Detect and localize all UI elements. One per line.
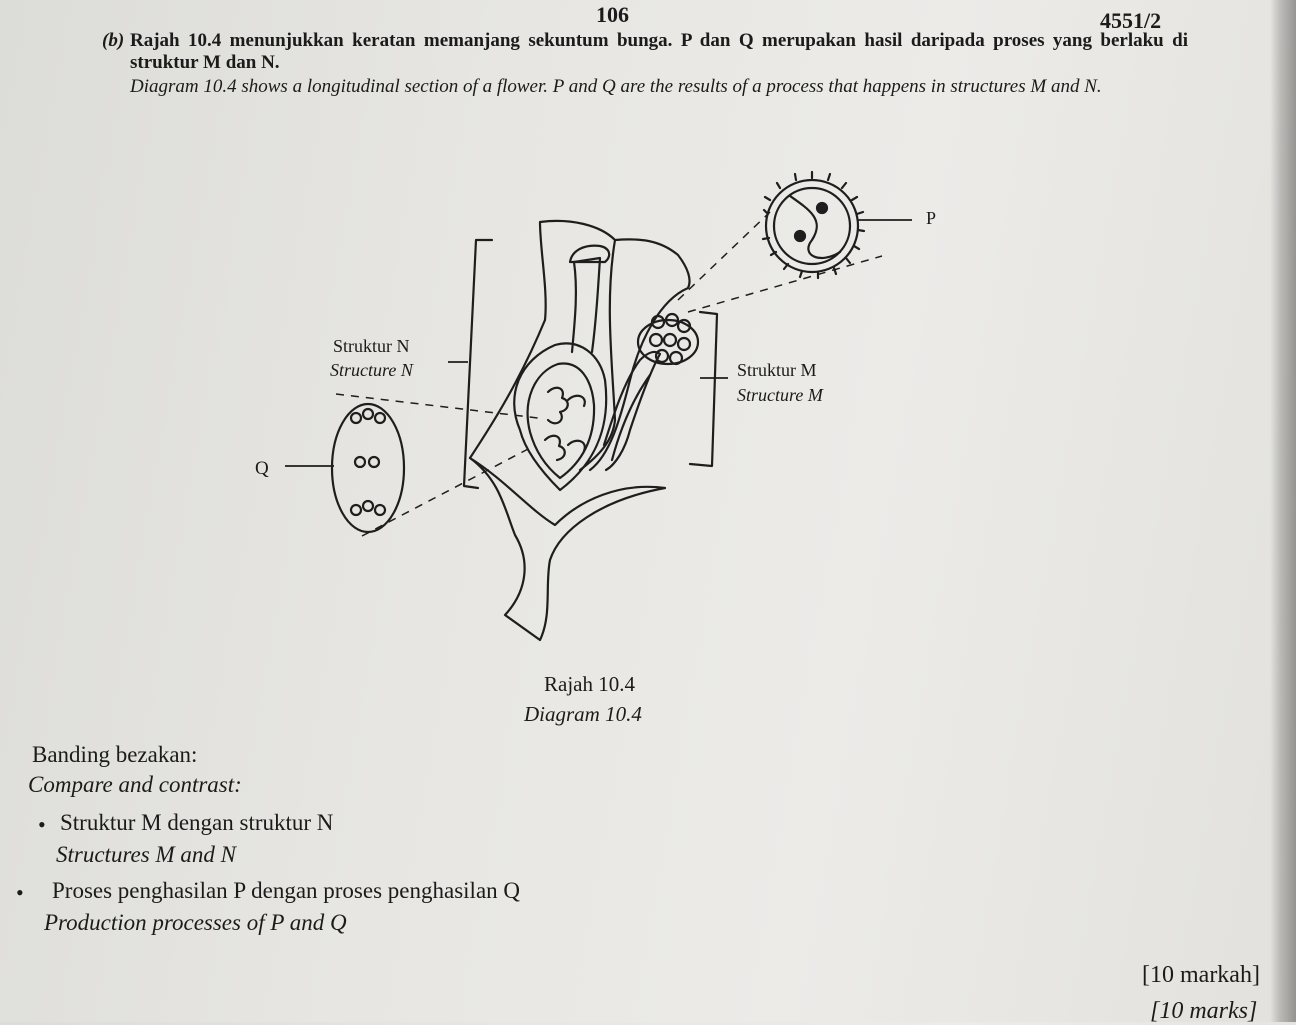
marks-english: [10 marks] — [1150, 998, 1258, 1024]
question-label: (b) — [102, 30, 125, 51]
label-structure-m-malay: Struktur M — [737, 360, 817, 380]
bullet-2-text-malay: Proses penghasilan P dengan proses pengh… — [52, 878, 521, 903]
question-text-english: Diagram 10.4 shows a longitudinal sectio… — [130, 76, 1102, 97]
style — [570, 256, 602, 354]
label-structure-n-malay: Struktur N — [333, 336, 410, 356]
ovule-q — [330, 402, 406, 534]
anther — [636, 318, 700, 366]
petal-left — [468, 219, 617, 472]
bullet-2: • — [16, 880, 24, 905]
ovary-wall — [513, 342, 608, 492]
bullet-2-text-english: Production processes of P and Q — [44, 910, 347, 935]
instruction-heading-malay: Banding bezakan: — [32, 742, 198, 767]
page-edge-shadow — [1270, 0, 1296, 1022]
diagram-caption-malay: Rajah 10.4 — [544, 672, 635, 696]
paper-code: 4551/2 — [1100, 8, 1162, 33]
stigma — [568, 244, 611, 264]
marks-malay: [10 markah] — [1142, 962, 1260, 988]
bracket-structure-m — [688, 310, 719, 468]
label-structure-n-english: Structure N — [330, 360, 414, 380]
question-text-malay: Rajah 10.4 menunjukkan keratan memanjang… — [130, 30, 1188, 73]
bullet-1-text-english: Structures M and N — [56, 842, 236, 867]
petal-right — [588, 238, 691, 472]
bullet-1: • — [38, 812, 46, 837]
bracket-structure-n — [462, 238, 494, 490]
page-number: 106 — [596, 2, 629, 27]
label-structure-m-english: Structure M — [737, 385, 824, 405]
bullet-1-text-malay: Struktur M dengan struktur N — [60, 810, 334, 835]
pollen-grain-p — [761, 170, 866, 280]
flower-stalk — [468, 456, 667, 642]
label-q: Q — [255, 458, 269, 479]
instruction-heading-english: Compare and contrast: — [28, 772, 242, 797]
diagram-caption-english: Diagram 10.4 — [524, 702, 642, 726]
filament — [602, 350, 662, 472]
label-p: P — [926, 208, 936, 228]
